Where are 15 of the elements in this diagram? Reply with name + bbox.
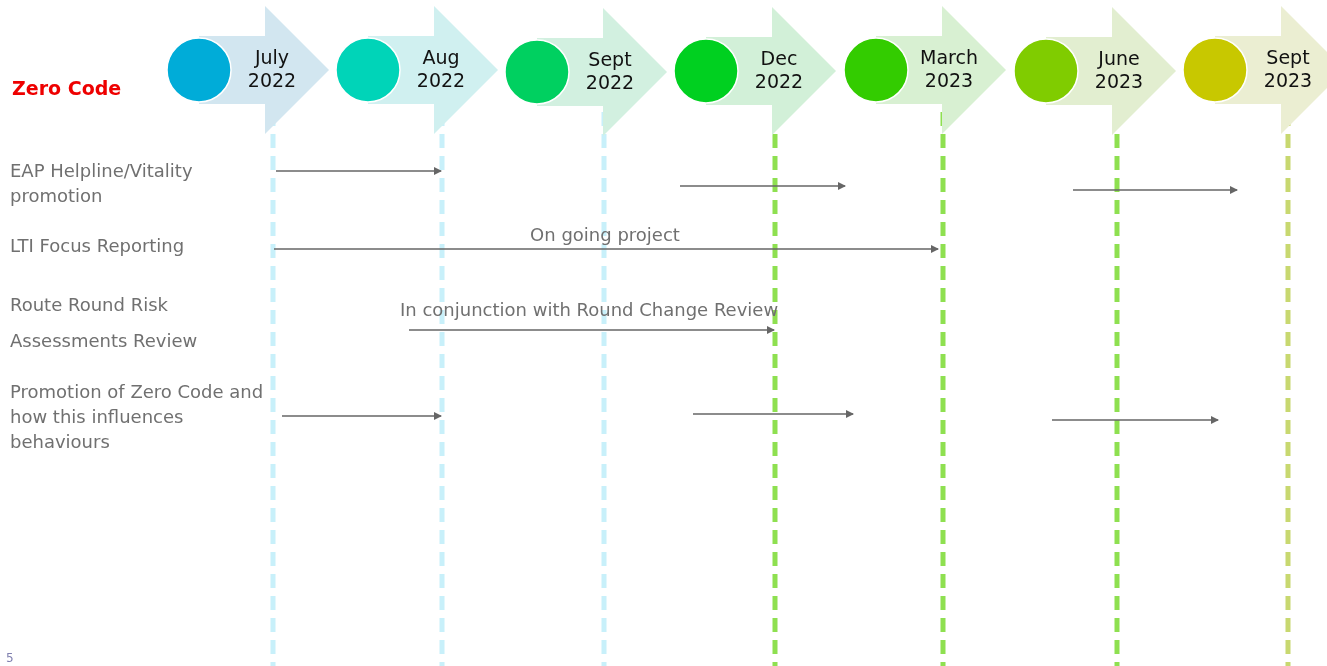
row-label: EAP Helpline/Vitality promotion xyxy=(10,159,194,208)
row-label: Promotion of Zero Code and how this influences behaviours xyxy=(10,380,265,454)
annotation-text: In conjunction with Round Change Review xyxy=(400,298,780,322)
row-label: Route Round Risk Assessments Review xyxy=(10,293,199,353)
annotation-text: On going project xyxy=(529,223,681,247)
date-label: Dec 2022 xyxy=(753,47,805,93)
page-number: 5 xyxy=(6,650,14,666)
row-label: LTI Focus Reporting xyxy=(10,234,186,258)
heading: Zero Code xyxy=(12,76,122,101)
date-label: July 2022 xyxy=(246,46,298,92)
date-label: Sept 2022 xyxy=(584,48,636,94)
date-label: June 2023 xyxy=(1093,47,1145,93)
date-label: Sept 2023 xyxy=(1262,46,1314,92)
date-label: Aug 2022 xyxy=(415,46,467,92)
date-label: March 2023 xyxy=(919,46,979,92)
